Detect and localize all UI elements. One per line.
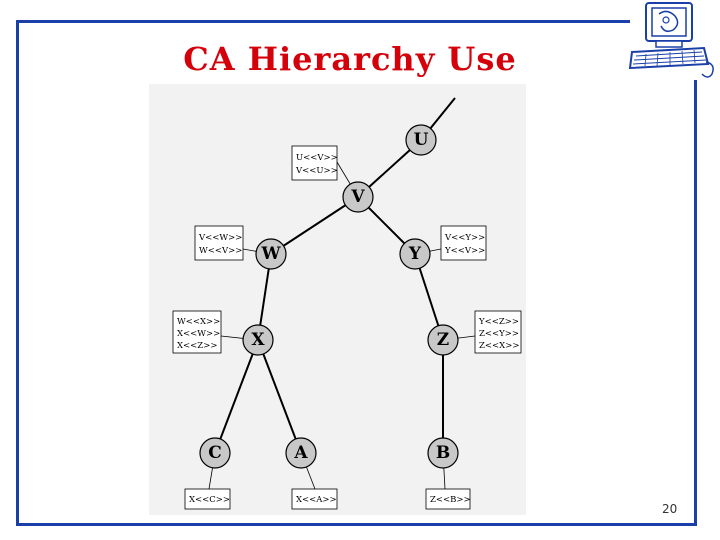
cert-line: Z<<B>> (430, 495, 471, 505)
node-label: A (293, 443, 308, 463)
node-label: V (350, 187, 365, 207)
cert-line: X<<C>> (189, 495, 230, 505)
cert-line: Y<<Z>> (478, 317, 519, 327)
cert-box-b: Z<<B>> (426, 489, 471, 509)
node-b: B (428, 438, 458, 468)
cert-box-c: X<<C>> (185, 489, 230, 509)
node-w: W (256, 239, 286, 269)
edge-x-a (258, 340, 301, 453)
cert-box-w: V<<W>> W<<V>> (195, 226, 243, 260)
cert-line: Z<<X>> (479, 341, 519, 351)
cert-box-z: Y<<Z>> Z<<Y>> Z<<X>> (475, 311, 521, 353)
ca-hierarchy-diagram: U<<V>> V<<U>> V<<W>> W<<V>> V<<Y>> Y<<V>… (149, 84, 526, 515)
cert-line: W<<V>> (199, 246, 242, 256)
cert-line: W<<X>> (177, 317, 220, 327)
cert-line: Z<<Y>> (479, 329, 519, 339)
node-z: Z (428, 325, 458, 355)
node-label: Z (437, 330, 449, 350)
cert-line: X<<A>> (296, 495, 337, 505)
edge-x-c (215, 340, 258, 453)
cert-line: Y<<V>> (444, 246, 485, 256)
slide-frame-bottom (16, 523, 697, 526)
cert-line: V<<W>> (198, 233, 242, 243)
computer-with-keyboard-icon (626, 0, 720, 82)
page-number: 20 (662, 502, 677, 516)
node-y: Y (400, 239, 430, 269)
cert-box-u: U<<V>> V<<U>> (292, 146, 338, 180)
cert-line: U<<V>> (296, 153, 338, 163)
slide-frame-top (16, 20, 630, 23)
cert-box-y: V<<Y>> Y<<V>> (441, 226, 486, 260)
node-u: U (406, 125, 436, 155)
cert-line: V<<U>> (295, 166, 338, 176)
node-x: X (243, 325, 273, 355)
cert-line: X<<W>> (177, 329, 220, 339)
node-label: W (260, 244, 281, 264)
node-label: U (414, 130, 429, 150)
node-a: A (286, 438, 316, 468)
cert-line: X<<Z>> (177, 341, 217, 351)
node-label: Y (408, 244, 422, 264)
slide-title: CA Hierarchy Use (160, 40, 540, 78)
slide-frame-left (16, 20, 19, 526)
cert-box-a: X<<A>> (292, 489, 337, 509)
node-v: V (343, 182, 373, 212)
node-c: C (200, 438, 230, 468)
cert-line: V<<Y>> (444, 233, 485, 243)
node-label: B (436, 443, 450, 463)
edge-v-w (271, 197, 358, 254)
node-label: X (251, 330, 265, 350)
cert-box-x: W<<X>> X<<W>> X<<Z>> (173, 311, 221, 353)
node-label: C (208, 443, 222, 463)
slide-frame-right (694, 80, 697, 526)
